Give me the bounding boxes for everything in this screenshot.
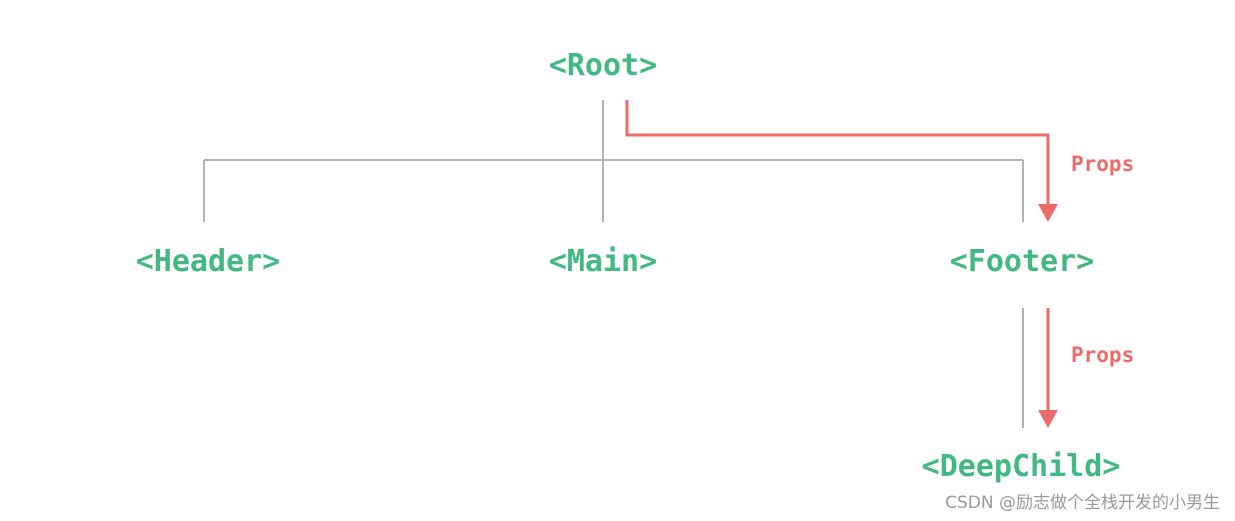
- root-node: <Root>: [549, 48, 657, 83]
- header-node: <Header>: [136, 244, 281, 279]
- props-arrows: [625, 100, 1058, 428]
- props-label-footer-to-deepchild: Props: [1071, 343, 1134, 367]
- tree-lines: [203, 100, 1024, 428]
- footer-node: <Footer>: [950, 244, 1095, 279]
- deep-child-node: <DeepChild>: [922, 449, 1121, 484]
- footer-to-deepchild-arrowhead: [1038, 410, 1058, 428]
- props-label-root-to-footer: Props: [1071, 152, 1134, 176]
- root-to-footer-arrowhead: [1038, 204, 1058, 222]
- main-node: <Main>: [549, 244, 657, 279]
- root-to-footer-props-arrow: [625, 100, 1050, 206]
- watermark: CSDN @励志做个全栈开发的小男生: [945, 493, 1220, 513]
